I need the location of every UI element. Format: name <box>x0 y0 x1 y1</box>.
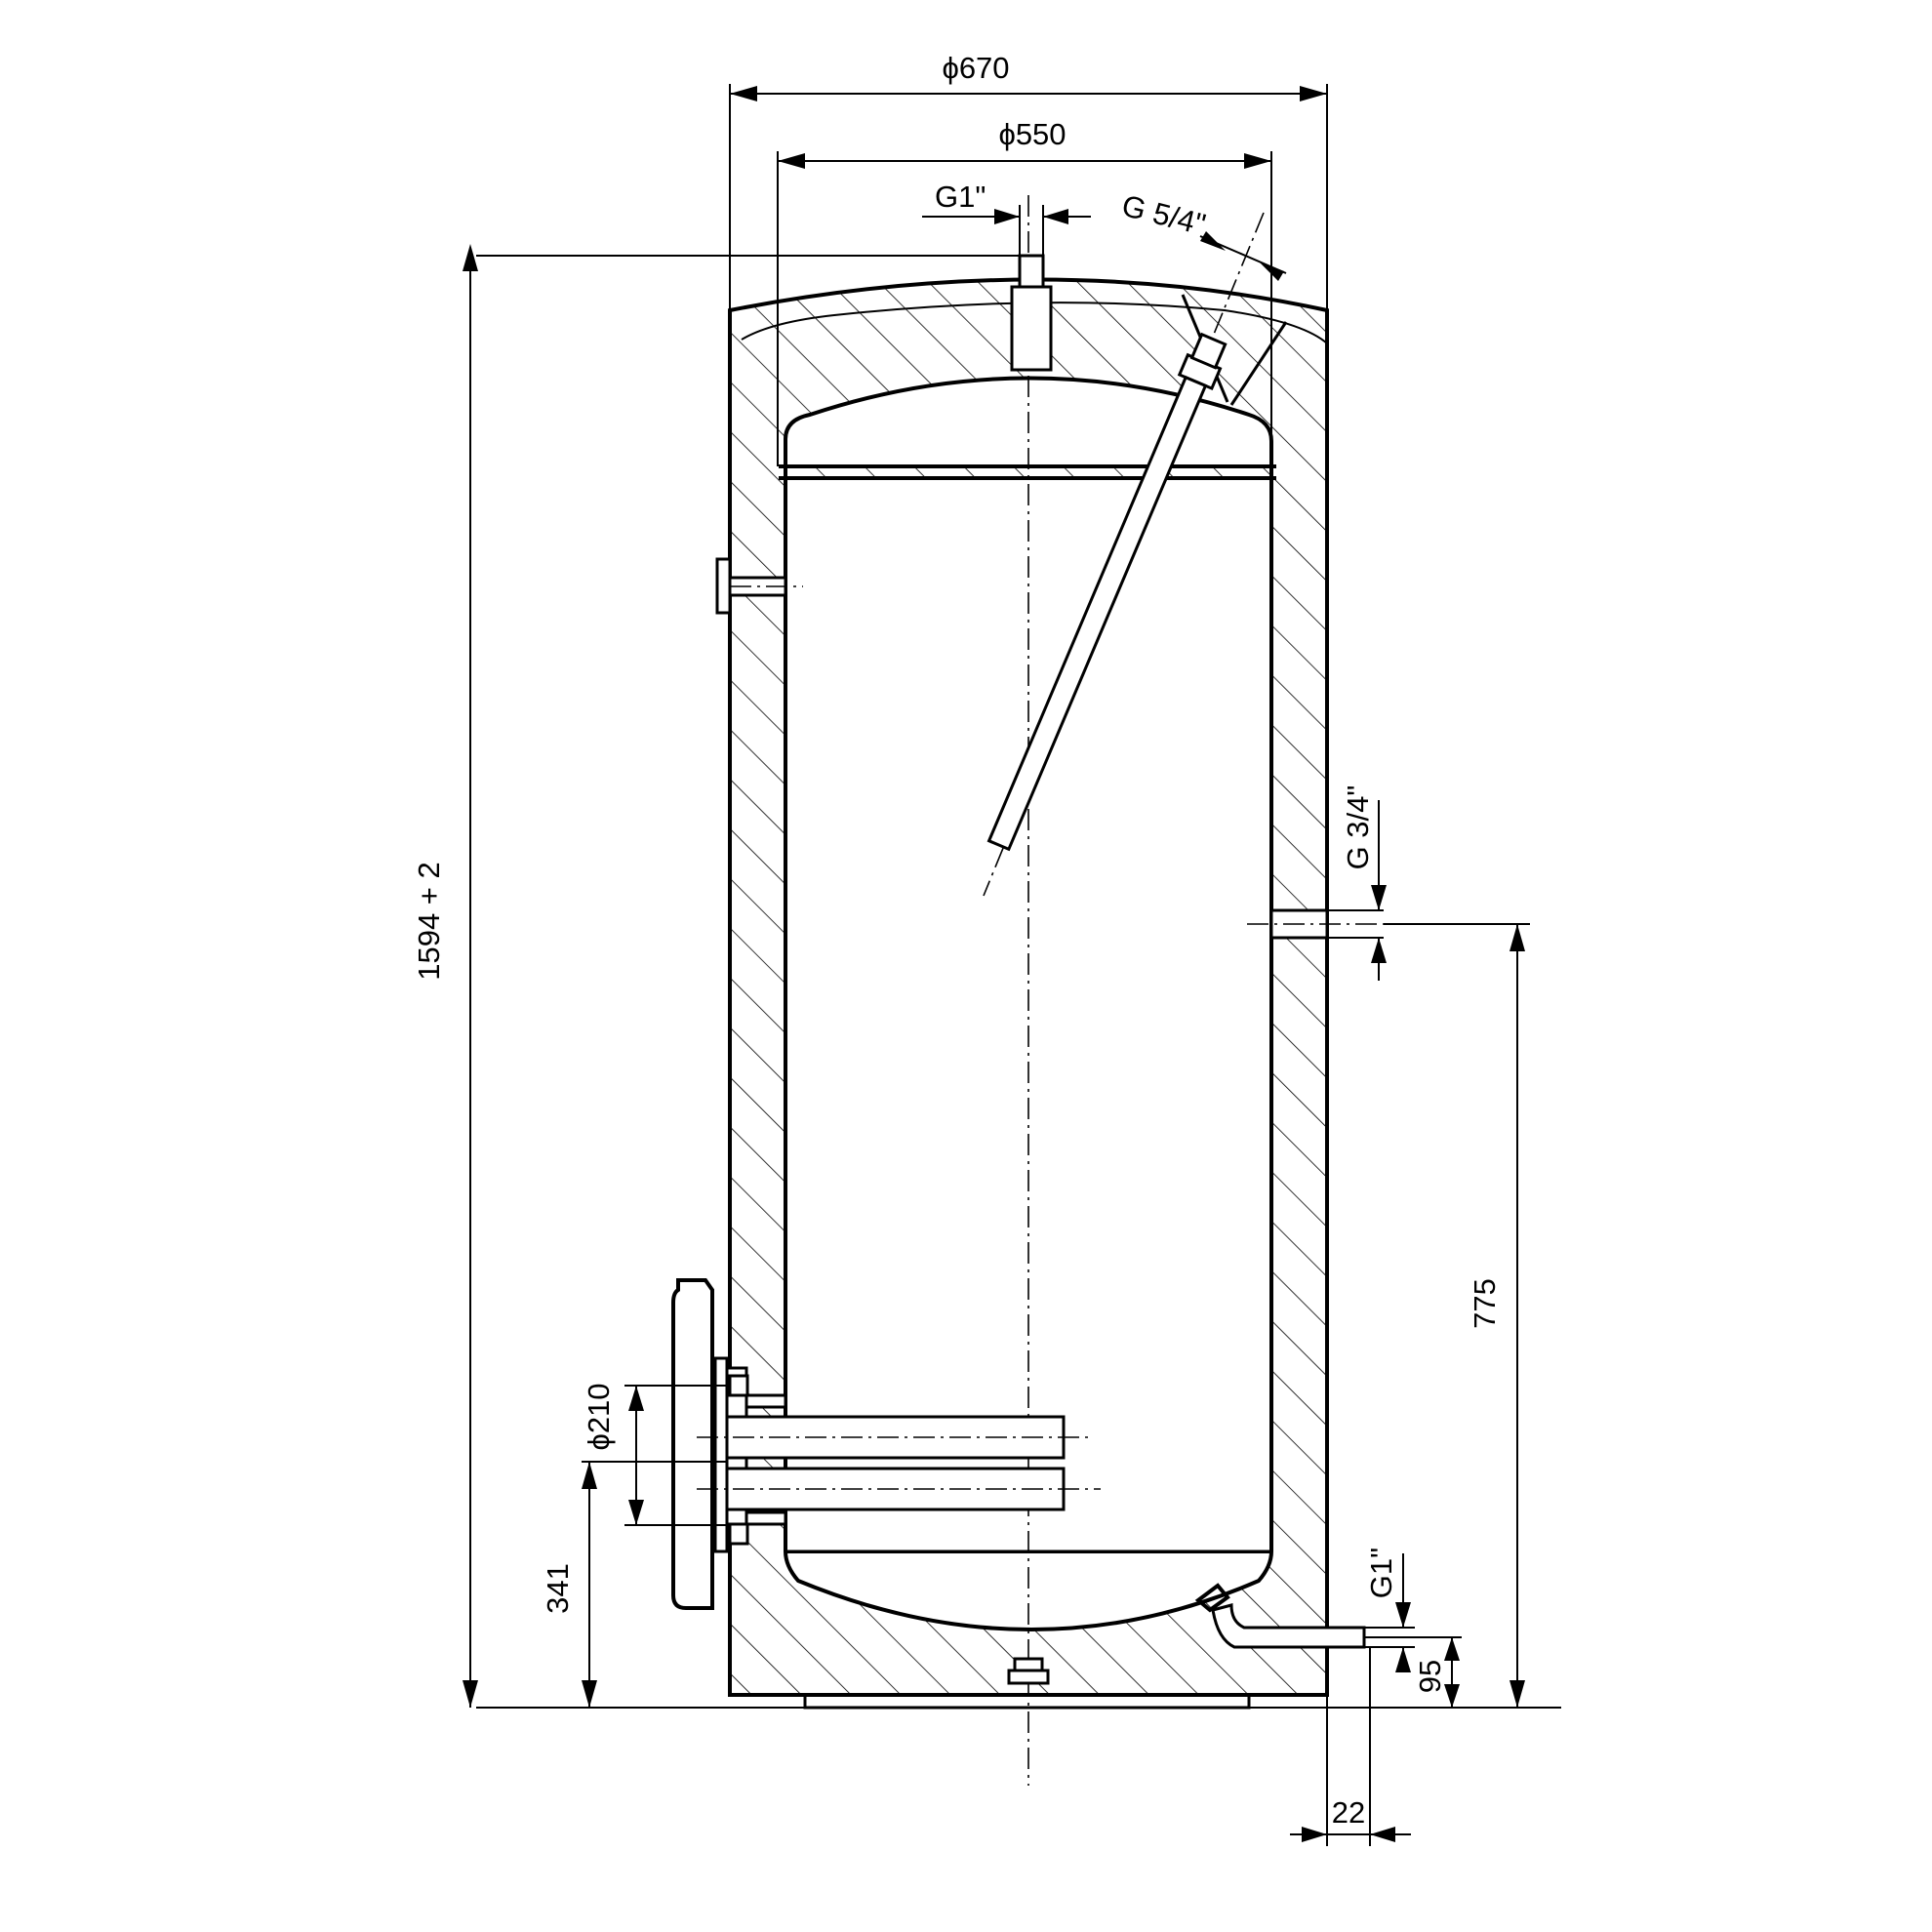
drain-thread-label: G1" <box>1364 1548 1398 1598</box>
top-inlet-pipe <box>1010 254 1053 372</box>
dim-drain-offset: 22 <box>1290 1647 1411 1846</box>
sensor-nipple <box>715 557 803 615</box>
dim-outer-diameter: ϕ670 <box>729 51 1328 310</box>
dim-inner-diameter: ϕ550 <box>777 117 1272 466</box>
flange-diameter-label: ϕ210 <box>582 1383 616 1450</box>
dim-top-inlet-thread: G1" <box>922 180 1091 256</box>
dim-flange-height: 341 <box>541 1461 727 1708</box>
side-outlet-pipe <box>1247 908 1384 940</box>
dim-total-height: 1594 + 2 <box>412 244 1561 1709</box>
total-height-label: 1594 + 2 <box>412 862 446 981</box>
top-inlet-thread-label: G1" <box>935 180 986 214</box>
drain-offset-label: 22 <box>1332 1795 1365 1830</box>
dim-anode-thread: G 5/4" <box>1118 188 1287 281</box>
flange-height-label: 341 <box>541 1563 575 1614</box>
dim-flange-diameter: ϕ210 <box>582 1383 730 1526</box>
dim-side-outlet-height: 775 <box>1384 923 1530 1708</box>
inner-diameter-label: ϕ550 <box>998 117 1066 151</box>
dim-side-outlet-thread: G 3/4" <box>1341 785 1387 981</box>
anode-rod <box>983 212 1288 897</box>
anode-thread-label: G 5/4" <box>1118 188 1209 242</box>
side-outlet-thread-label: G 3/4" <box>1341 785 1375 870</box>
dim-drain-thread: G1" <box>1364 1548 1415 1672</box>
drain-height-label: 95 <box>1413 1660 1447 1693</box>
outer-diameter-label: ϕ670 <box>942 51 1009 85</box>
heater-flange <box>671 1278 1101 1610</box>
side-outlet-height-label: 775 <box>1468 1278 1502 1329</box>
dim-drain-height: 95 <box>1364 1636 1462 1708</box>
